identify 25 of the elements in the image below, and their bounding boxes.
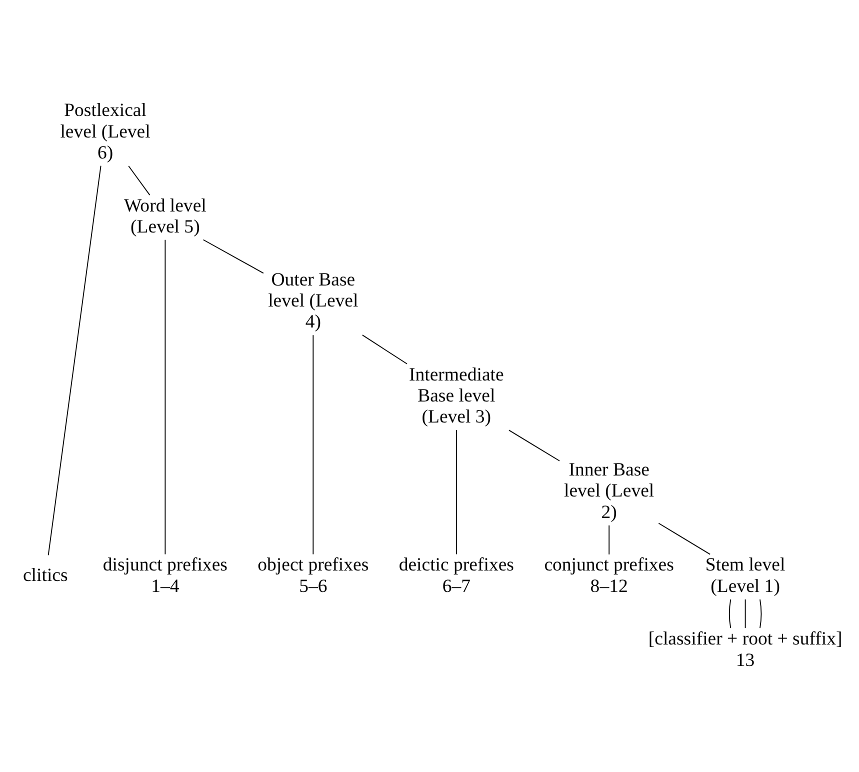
node-text: conjunct prefixes 8–12 [544,554,674,596]
node-text: Postlexical level (Level 6) [60,100,150,163]
node-text: Inner Base level (Level 2) [564,459,654,522]
node-text: Intermediate Base level (Level 3) [408,364,504,428]
connector [362,334,407,364]
connector [508,429,560,461]
connector [759,598,762,628]
node-text: Stem level (Level 1) [704,554,785,596]
node-text: [classifier + root + suffix] 13 [648,628,842,670]
connector [128,165,150,196]
connector [658,522,710,554]
connector [202,238,264,274]
connector [164,238,166,554]
connector [608,524,610,554]
connector [312,334,314,554]
connector [455,429,456,554]
connector [728,598,731,628]
node-text: object prefixes 5–6 [257,554,368,596]
node-text: clitics [22,564,68,586]
node-text: deictic prefixes 6–7 [398,554,514,596]
connector [47,164,101,556]
node-text: disjunct prefixes 1–4 [102,554,227,596]
connector [744,598,746,628]
node-text: Word level (Level 5) [123,194,206,237]
node-text: Outer Base level (Level 4) [268,268,358,332]
